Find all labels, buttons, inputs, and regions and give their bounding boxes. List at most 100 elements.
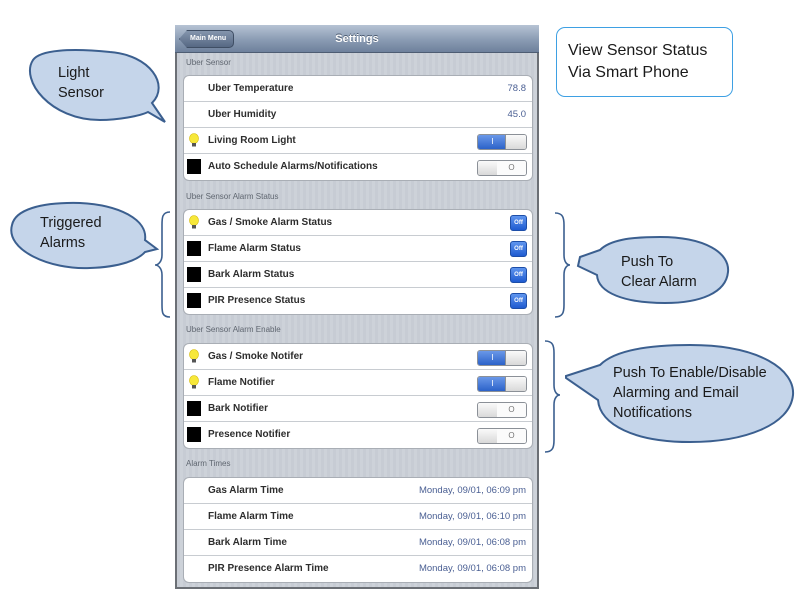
black-square-icon [187,427,201,442]
row-label: Bark Alarm Time [208,537,287,548]
row-label: Flame Notifier [208,377,275,388]
main-menu-button[interactable]: Main Menu [179,30,235,48]
group-alarm-status: Gas / Smoke Alarm Status Off Flame Alarm… [183,209,533,315]
row-gas-smoke-notifier: Gas / Smoke Notifer I [184,344,532,370]
toggle-off-label: O [497,161,526,175]
callout-line: Light [58,65,90,81]
bark-notifier-toggle[interactable]: O [477,402,527,418]
row-pir-presence-status: PIR Presence Status Off [184,288,532,314]
row-bark-notifier: Bark Notifier O [184,396,532,422]
gas-smoke-notifier-toggle[interactable]: I [477,350,527,366]
row-pir-alarm-time: PIR Presence Alarm Time Monday, 09/01, 0… [184,556,532,582]
light-bulb-icon [188,375,200,390]
black-square-icon [187,159,201,174]
row-flame-alarm-status: Flame Alarm Status Off [184,236,532,262]
row-label: Presence Notifier [208,429,291,440]
toggle-knob [478,429,499,443]
black-square-icon [187,293,201,308]
row-living-room-light: Living Room Light I [184,128,532,154]
black-square-icon [187,267,201,282]
callout-line: Sensor [58,85,104,101]
callout-line: Clear Alarm [621,274,697,290]
push-clear-callout: Push To Clear Alarm [621,252,697,292]
row-label: Uber Humidity [208,109,277,120]
black-square-icon [187,401,201,416]
row-uber-humidity: Uber Humidity 45.0 [184,102,532,128]
row-label: Flame Alarm Status [208,243,301,254]
light-bulb-icon [188,133,200,148]
row-label: Flame Alarm Time [208,511,294,522]
flame-clear-button[interactable]: Off [510,241,527,257]
row-presence-notifier: Presence Notifier O [184,422,532,448]
bark-alarm-time-value: Monday, 09/01, 06:08 pm [418,537,526,548]
row-label: PIR Presence Status [208,295,306,306]
black-square-icon [187,241,201,256]
callout-line: Push To [621,254,674,270]
row-label: Gas / Smoke Notifer [208,351,304,362]
row-bark-alarm-status: Bark Alarm Status Off [184,262,532,288]
row-label: Living Room Light [208,135,296,146]
row-flame-notifier: Flame Notifier I [184,370,532,396]
flame-alarm-time-value: Monday, 09/01, 06:10 pm [418,511,526,522]
toggle-off-label: O [497,403,526,417]
presence-notifier-toggle[interactable]: O [477,428,527,444]
row-label: Bark Notifier [208,403,269,414]
section-label-alarm-status: Uber Sensor Alarm Status [186,192,279,201]
toggle-knob [505,135,526,149]
auto-schedule-toggle[interactable]: O [477,160,527,176]
section-label-uber-sensor: Uber Sensor [186,58,231,67]
toggle-on-label: I [478,351,507,365]
row-label: Gas / Smoke Alarm Status [208,217,333,228]
row-label: PIR Presence Alarm Time [208,563,329,574]
callout-line: Alarms [40,235,86,251]
pir-clear-button[interactable]: Off [510,293,527,309]
row-uber-temperature: Uber Temperature 78.8 [184,76,532,102]
living-room-light-toggle[interactable]: I [477,134,527,150]
flame-notifier-toggle[interactable]: I [477,376,527,392]
callout-line: Notifications [613,405,692,421]
row-label: Bark Alarm Status [208,269,295,280]
row-auto-schedule: Auto Schedule Alarms/Notifications O [184,154,532,180]
callout-line: Triggered [40,215,102,231]
navigation-bar: Main Menu Settings [175,25,539,53]
row-bark-alarm-time: Bark Alarm Time Monday, 09/01, 06:08 pm [184,530,532,556]
light-bulb-icon [188,349,200,364]
row-gas-smoke-alarm-status: Gas / Smoke Alarm Status Off [184,210,532,236]
group-uber-sensor: Uber Temperature 78.8 Uber Humidity 45.0… [183,75,533,181]
light-sensor-callout: Light Sensor [58,63,104,103]
info-line: Via Smart Phone [568,64,689,81]
callout-line: Push To Enable/Disable [613,365,767,381]
toggle-knob [505,351,526,365]
toggle-on-label: I [478,377,507,391]
group-alarm-times: Gas Alarm Time Monday, 09/01, 06:09 pm F… [183,477,533,583]
row-flame-alarm-time: Flame Alarm Time Monday, 09/01, 06:10 pm [184,504,532,530]
light-bulb-icon [188,215,200,230]
toggle-knob [478,161,499,175]
bark-clear-button[interactable]: Off [510,267,527,283]
section-label-alarm-times: Alarm Times [186,459,231,468]
row-label: Uber Temperature [208,83,294,94]
callout-line: Alarming and Email [613,385,739,401]
toggle-off-label: O [497,429,526,443]
temperature-value: 78.8 [507,83,527,94]
left-brace [154,211,171,318]
page-title: Settings [335,33,379,45]
triggered-alarms-callout: Triggered Alarms [40,213,102,253]
row-label: Auto Schedule Alarms/Notifications [208,161,378,172]
toggle-knob [505,377,526,391]
gas-alarm-time-value: Monday, 09/01, 06:09 pm [418,485,526,496]
humidity-value: 45.0 [507,109,527,120]
right-brace-enable [544,340,561,453]
info-box: View Sensor Status Via Smart Phone [556,27,733,97]
toggle-on-label: I [478,135,507,149]
row-label: Gas Alarm Time [208,485,284,496]
section-label-alarm-enable: Uber Sensor Alarm Enable [186,325,281,334]
push-enable-callout: Push To Enable/Disable Alarming and Emai… [613,363,767,423]
toggle-knob [478,403,499,417]
pir-alarm-time-value: Monday, 09/01, 06:08 pm [418,563,526,574]
row-gas-alarm-time: Gas Alarm Time Monday, 09/01, 06:09 pm [184,478,532,504]
settings-panel: Main Menu Settings Uber Sensor Uber Temp… [175,25,539,589]
right-brace-clear [554,212,571,318]
info-line: View Sensor Status [568,42,708,59]
gas-smoke-clear-button[interactable]: Off [510,215,527,231]
